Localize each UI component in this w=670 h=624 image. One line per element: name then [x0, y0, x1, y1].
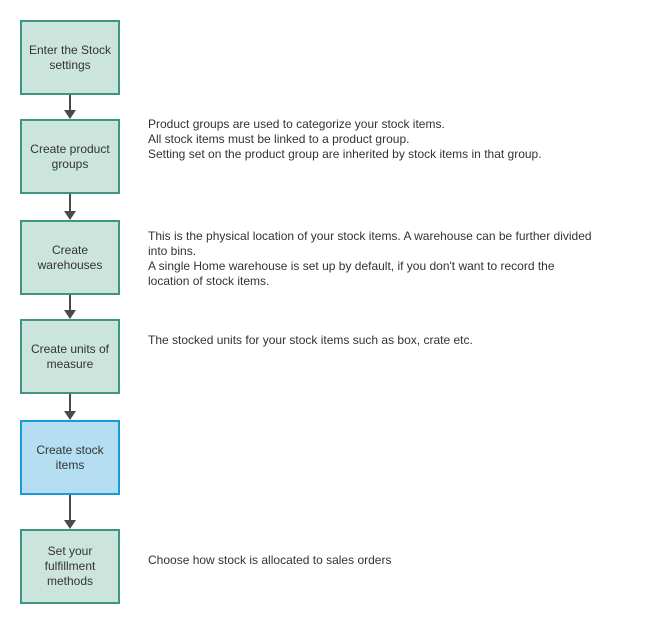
arrow-stem: [69, 295, 71, 312]
step-box-create-stock-items[interactable]: Create stock items: [20, 420, 120, 495]
step-label: Create units of measure: [30, 341, 110, 371]
step-label: Create stock items: [36, 442, 104, 472]
connector-arrow-icon: [62, 495, 78, 529]
step-label: Create warehouses: [37, 242, 103, 272]
step-box-set-fulfillment-methods[interactable]: Set your fulfillment methods: [20, 529, 120, 604]
arrow-stem: [69, 95, 71, 112]
arrow-stem: [69, 495, 71, 522]
step-box-create-units-of-measure[interactable]: Create units of measure: [20, 319, 120, 394]
connector-arrow-icon: [62, 295, 78, 319]
step-description-units-of-measure: The stocked units for your stock items s…: [148, 333, 473, 347]
arrow-head: [64, 411, 76, 420]
connector-arrow-icon: [62, 394, 78, 420]
step-label: Set your fulfillment methods: [44, 544, 96, 588]
arrow-stem: [69, 194, 71, 213]
arrow-stem: [69, 394, 71, 413]
connector-arrow-icon: [62, 95, 78, 119]
connector-arrow-icon: [62, 194, 78, 220]
step-box-enter-stock-settings[interactable]: Enter the Stock settings: [20, 20, 120, 95]
arrow-head: [64, 110, 76, 119]
arrow-head: [64, 211, 76, 220]
step-box-create-product-groups[interactable]: Create product groups: [20, 119, 120, 194]
step-box-create-warehouses[interactable]: Create warehouses: [20, 220, 120, 295]
step-label: Enter the Stock settings: [28, 42, 112, 72]
step-description-product-groups: Product groups are used to categorize yo…: [148, 117, 542, 161]
arrow-head: [64, 310, 76, 319]
step-description-fulfillment-methods: Choose how stock is allocated to sales o…: [148, 553, 392, 567]
step-label: Create product groups: [30, 141, 110, 171]
arrow-head: [64, 520, 76, 529]
step-description-warehouses: This is the physical location of your st…: [148, 229, 592, 288]
